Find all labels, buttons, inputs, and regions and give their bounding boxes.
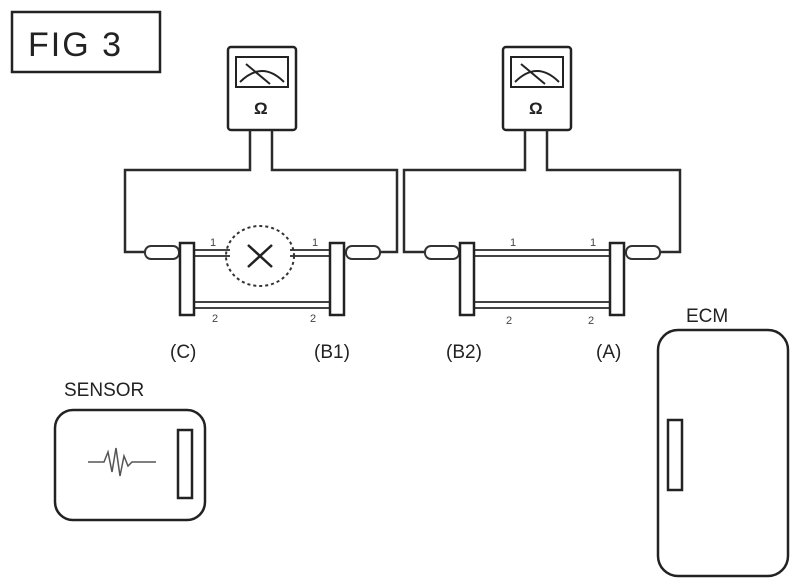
open-circuit-mark [225,225,295,287]
connector-b2 [458,241,476,317]
lead-left-b [270,130,399,254]
ohm-symbol: Ω [529,99,543,118]
figure-label: FIG 3 [28,26,123,64]
pin-number: 1 [312,237,318,249]
ohm-symbol: Ω [254,99,268,118]
pin-number: 1 [510,237,516,249]
sensor-connector [176,428,194,500]
connector-label: (A) [596,342,621,363]
ecm-unit: ECM [656,306,790,578]
connector-c [178,241,196,317]
connector-b1 [328,241,346,317]
pin-number: 1 [210,237,216,249]
connector-a [608,241,626,317]
lead-right-b [545,130,682,254]
connector-label: (C) [170,342,196,363]
connector-label: (B1) [314,342,350,363]
probe [625,245,661,260]
pin-number: 2 [310,313,316,325]
figure-label-box: FIG 3 [10,10,162,74]
ohmmeter-right: Ω [501,45,573,132]
sensor-label: SENSOR [64,380,144,401]
connector-label: (B2) [446,342,482,363]
harness-b2-a [474,249,610,309]
pin-number: 2 [506,315,512,327]
ecm-connector [666,418,684,492]
lead-right-a [402,130,527,254]
sensor-waveform-icon [88,447,156,477]
probe [144,245,180,260]
harness-c-b1 [194,249,330,309]
pin-number: 2 [588,315,594,327]
sensor-unit: SENSOR [53,380,207,522]
ecm-label: ECM [686,306,728,327]
lead-left-a [123,130,252,254]
pin-number: 1 [590,237,596,249]
probe [424,245,460,260]
probe [345,245,381,260]
ohmmeter-left: Ω [226,45,298,132]
pin-number: 2 [212,313,218,325]
